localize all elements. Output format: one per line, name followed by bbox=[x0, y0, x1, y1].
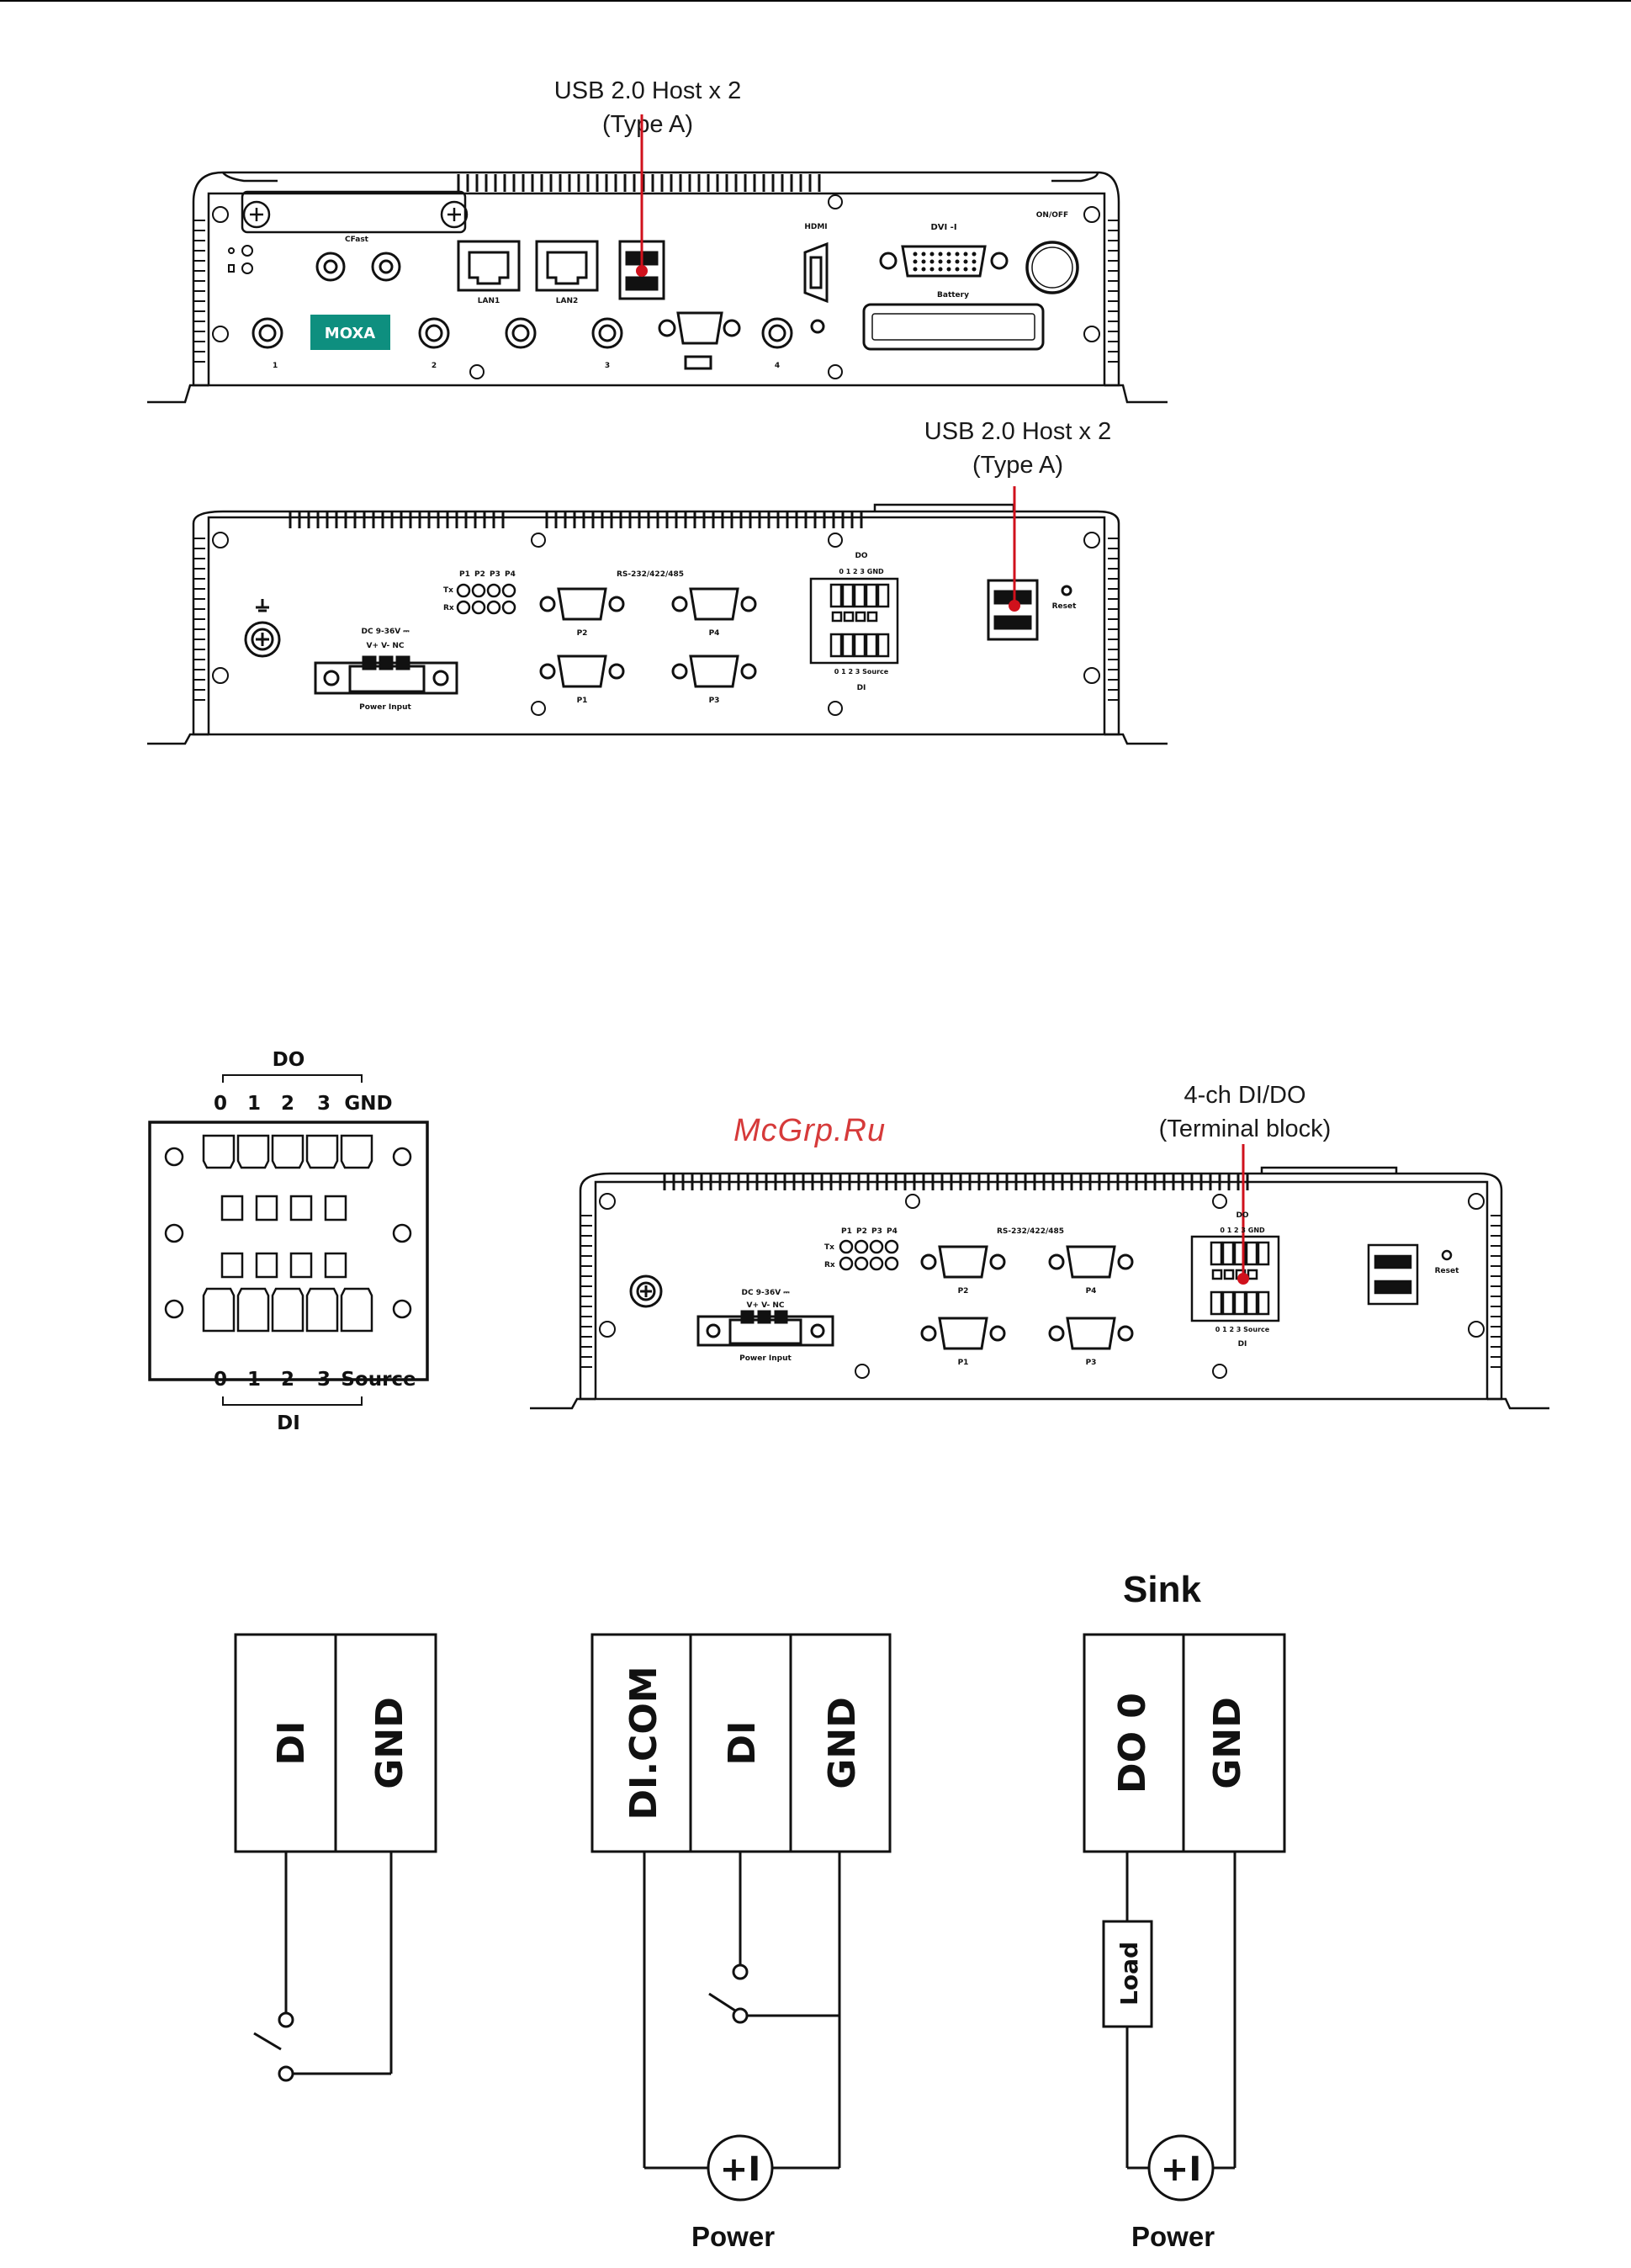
sink-do0-label: DO 0 bbox=[1111, 1693, 1154, 1794]
tb-di-pin-2: 2 bbox=[281, 1369, 294, 1391]
sink-load-label: Load bbox=[1115, 1942, 1143, 2006]
dio-power-pins-label: V+ V- NC bbox=[747, 1301, 785, 1310]
tb-di-pin-1: 1 bbox=[247, 1369, 261, 1391]
dio-dc-input-label: DC 9-36V ⎓ bbox=[741, 1289, 790, 1297]
led-p2-label: P2 bbox=[474, 570, 485, 579]
lan2-label: LAN2 bbox=[556, 297, 579, 305]
dio-serial-p1-label: P1 bbox=[958, 1359, 969, 1367]
sink-power-label: Power bbox=[1131, 2221, 1215, 2252]
dc-input-label: DC 9-36V ⎓ bbox=[361, 628, 410, 636]
dio-led-p3-label: P3 bbox=[871, 1227, 882, 1236]
tb-do-pin-2: 2 bbox=[281, 1093, 294, 1115]
dio-led-p2-label: P2 bbox=[856, 1227, 867, 1236]
usb-front-callout-line1: USB 2.0 Host x 2 bbox=[553, 77, 742, 104]
wet-dicom-label: DI.COM bbox=[622, 1666, 665, 1820]
led-p1-label: P1 bbox=[459, 570, 470, 579]
usb-rear-callout-line2: (Type A) bbox=[972, 452, 1063, 479]
led-p4-label: P4 bbox=[505, 570, 516, 579]
dio-led-rx-label: Rx bbox=[824, 1261, 835, 1269]
tb-do-pin-3: 3 bbox=[317, 1093, 331, 1115]
usb-rear-callout-line1: USB 2.0 Host x 2 bbox=[924, 418, 1112, 445]
wet-power-label: Power bbox=[691, 2221, 776, 2252]
wiring-diagrams: DI GND DI.COM DI GND +I DO 0 GND Load +I bbox=[234, 1633, 1286, 2202]
usb-front-callout-line2: (Type A) bbox=[602, 111, 693, 138]
tb-do-title: DO bbox=[273, 1049, 305, 1071]
tb-di-title: DI bbox=[277, 1412, 300, 1434]
reset-label: Reset bbox=[1052, 602, 1077, 611]
front-panel-drawing: CFast LAN1 LAN2 HDMI DVI -I Battery ON/O… bbox=[147, 114, 1168, 404]
sink-power-symbol: +I bbox=[1161, 2150, 1201, 2189]
dio-serial-p4-label: P4 bbox=[1086, 1287, 1097, 1296]
led-p3-label: P3 bbox=[490, 570, 500, 579]
dio-di-pins-label: 0 1 2 3 Source bbox=[1215, 1326, 1270, 1333]
tb-do-pin-gnd: GND bbox=[344, 1093, 392, 1115]
wet-power-symbol: +I bbox=[720, 2150, 760, 2189]
rear-panel-drawing: P1 P2 P3 P4 Tx Rx RS-232/422/485 P2 P4 P… bbox=[147, 486, 1168, 745]
dvi-label: DVI -I bbox=[930, 223, 956, 232]
dio-led-p1-label: P1 bbox=[841, 1227, 852, 1236]
cfast-label: CFast bbox=[345, 236, 369, 244]
tb-di-pin-3: 3 bbox=[317, 1369, 331, 1391]
rear-do-label: DO bbox=[855, 552, 867, 560]
wet-di-label: DI bbox=[721, 1721, 764, 1766]
rear-do-pins-label: 0 1 2 3 GND bbox=[839, 568, 884, 575]
usb-rear-callout: USB 2.0 Host x 2 (Type A) bbox=[875, 415, 1161, 482]
serial-p3-label: P3 bbox=[709, 697, 720, 705]
antenna-1-label: 1 bbox=[273, 362, 278, 370]
led-rx-label: Rx bbox=[443, 604, 454, 612]
lan1-label: LAN1 bbox=[478, 297, 500, 305]
page-top-rule bbox=[0, 0, 1631, 2]
power-button-label: ON/OFF bbox=[1036, 211, 1068, 220]
antenna-4-label: 4 bbox=[775, 362, 780, 370]
tb-di-pin-source: Source bbox=[341, 1369, 416, 1391]
serial-title-label: RS-232/422/485 bbox=[617, 570, 684, 579]
dio-di-label: DI bbox=[1238, 1340, 1247, 1349]
tb-di-pin-0: 0 bbox=[214, 1369, 227, 1391]
terminal-block-diagram: DO 0 1 2 3 GND 0 1 2 3 Source DI bbox=[148, 1049, 429, 1434]
wet-gnd-label: GND bbox=[821, 1697, 864, 1788]
dry-di-label: DI bbox=[270, 1721, 313, 1766]
battery-label: Battery bbox=[937, 291, 969, 299]
dio-serial-p2-label: P2 bbox=[958, 1287, 969, 1296]
dio-callout-line1: 4-ch DI/DO bbox=[1184, 1082, 1306, 1109]
rear-di-pins-label: 0 1 2 3 Source bbox=[834, 668, 889, 676]
antenna-3-label: 3 bbox=[605, 362, 610, 370]
power-input-label: Power Input bbox=[359, 703, 411, 712]
dio-serial-title-label: RS-232/422/485 bbox=[997, 1227, 1064, 1236]
serial-p2-label: P2 bbox=[577, 629, 588, 638]
tb-do-pin-0: 0 bbox=[214, 1093, 227, 1115]
dio-led-tx-label: Tx bbox=[824, 1243, 834, 1252]
sink-gnd-label: GND bbox=[1206, 1697, 1249, 1788]
power-pins-label: V+ V- NC bbox=[367, 642, 405, 650]
dio-serial-p3-label: P3 bbox=[1086, 1359, 1097, 1367]
dio-reset-label: Reset bbox=[1435, 1267, 1459, 1275]
dio-led-p4-label: P4 bbox=[887, 1227, 898, 1236]
dry-gnd-label: GND bbox=[368, 1697, 411, 1788]
dio-power-input-label: Power Input bbox=[739, 1354, 792, 1363]
sink-title: Sink bbox=[1123, 1569, 1201, 1610]
serial-p4-label: P4 bbox=[709, 629, 720, 638]
dio-callout: 4-ch DI/DO (Terminal block) bbox=[1119, 1078, 1371, 1146]
rear-panel-dio-drawing: P1 P2 P3 P4 Tx Rx RS-232/422/485 P2 P4 P… bbox=[530, 1144, 1549, 1410]
watermark-text: McGrp.Ru bbox=[733, 1113, 887, 1148]
antenna-2-label: 2 bbox=[432, 362, 437, 370]
dio-do-pins-label: 0 1 2 3 GND bbox=[1220, 1227, 1265, 1234]
moxa-logo-text: MOXA bbox=[325, 325, 375, 342]
dio-callout-line2: (Terminal block) bbox=[1158, 1115, 1332, 1142]
hdmi-label: HDMI bbox=[804, 223, 827, 231]
usb-front-callout: USB 2.0 Host x 2 (Type A) bbox=[505, 74, 791, 141]
serial-p1-label: P1 bbox=[577, 697, 588, 705]
led-tx-label: Tx bbox=[443, 586, 453, 595]
dio-do-label: DO bbox=[1236, 1211, 1248, 1220]
tb-do-pin-1: 1 bbox=[247, 1093, 261, 1115]
rear-di-label: DI bbox=[857, 684, 866, 692]
